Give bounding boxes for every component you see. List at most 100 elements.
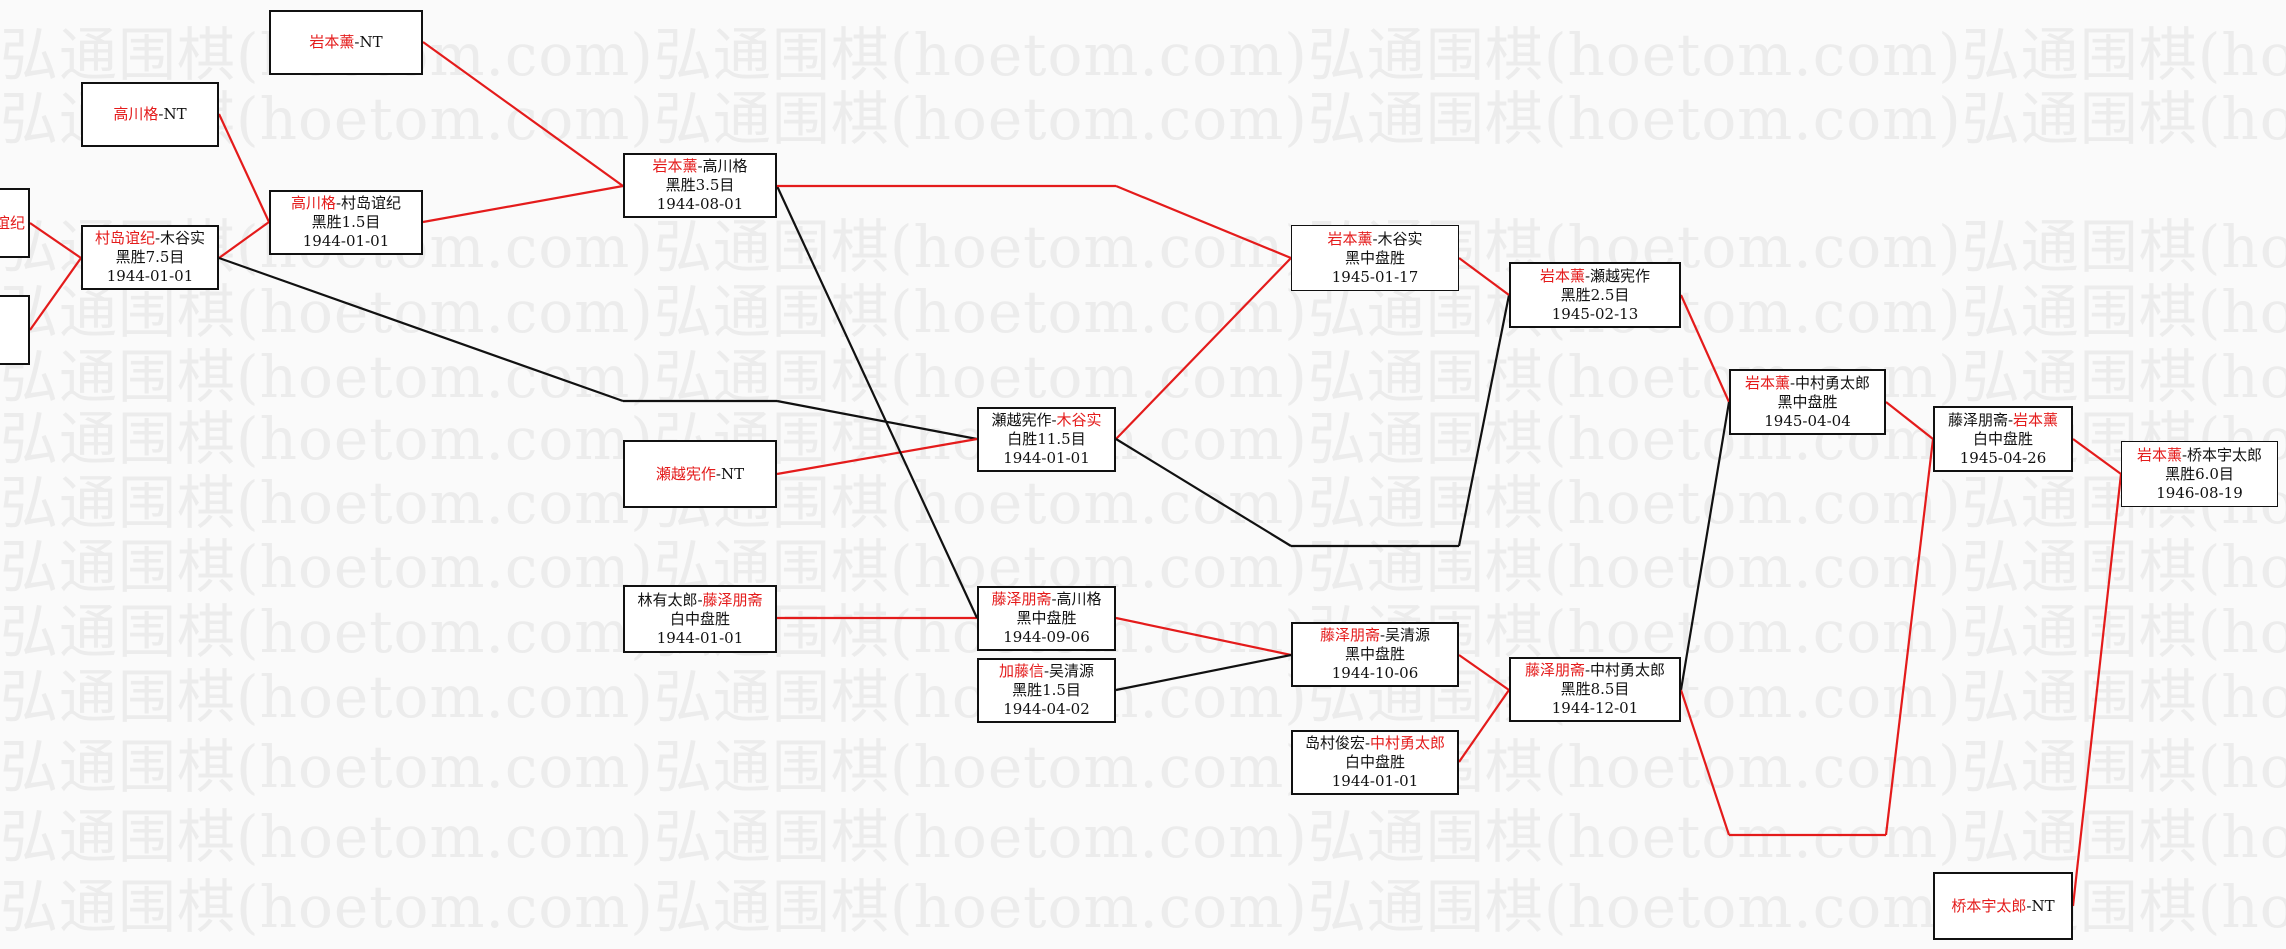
player-separator: - — [1379, 626, 1386, 644]
player-white[interactable]: NT — [163, 105, 187, 123]
player-separator: - — [697, 157, 703, 175]
match-date: 1944-01-01 — [106, 267, 194, 285]
player-separator: - — [158, 105, 164, 123]
player-white[interactable]: 吴清源 — [1385, 626, 1431, 644]
player-separator: - — [1051, 411, 1057, 429]
player-white[interactable]: NT — [720, 464, 745, 483]
loser-connector — [1457, 294, 1511, 547]
player-black[interactable]: 林有太郎 — [637, 590, 698, 609]
winner-connector — [29, 222, 82, 259]
winner-connector — [218, 113, 270, 223]
match-date: 1944-08-01 — [656, 195, 744, 213]
player-black[interactable]: 村岛谊纪 — [94, 229, 155, 247]
player-white[interactable]: 村岛谊纪 — [341, 194, 402, 212]
match-result: 黑中盘胜 — [1016, 609, 1077, 627]
player-black[interactable]: 岩本薰 — [2136, 445, 2182, 464]
player-white[interactable]: NT — [359, 33, 383, 51]
match-result: 黑胜2.5目 — [1560, 285, 1630, 304]
player-white[interactable]: 藤泽朋斋 — [702, 590, 763, 609]
match-result: 黑胜3.5目 — [665, 176, 735, 194]
player-black[interactable]: 桥本宇太郎 — [1951, 896, 2027, 915]
match-box-n8[interactable]: 瀬越宪作-NT — [623, 440, 777, 508]
player-white[interactable]: 木谷实 — [160, 229, 206, 247]
match-players: 桥本宇太郎-NT — [1951, 897, 2054, 916]
player-separator: - — [1051, 590, 1057, 608]
player-black[interactable]: 岩本薰 — [1539, 266, 1585, 285]
match-date: 1944-09-06 — [1003, 628, 1090, 646]
match-players: 瀬越宪作-NT — [656, 465, 744, 484]
match-box-n3[interactable]: 高川格-NT — [81, 82, 219, 147]
match-box-n5[interactable]: 岩本薰-NT — [269, 10, 423, 75]
match-date: 1944-01-01 — [1331, 772, 1419, 790]
match-box-n2[interactable] — [0, 295, 30, 365]
match-players: 岩本薰-高川格 — [652, 157, 747, 176]
player-separator: - — [2026, 896, 2032, 915]
player-separator: - — [354, 33, 360, 51]
player-black[interactable]: 瀬越宪作 — [655, 464, 716, 483]
player-white[interactable]: 木谷实 — [1056, 411, 1102, 429]
player-white[interactable]: 桥本宇太郎 — [2187, 445, 2263, 464]
player-white[interactable]: 吴清源 — [1049, 662, 1095, 680]
player-white[interactable]: 中村勇太郎 — [1370, 734, 1446, 752]
player-white[interactable]: 谊纪 — [0, 213, 25, 232]
player-white[interactable]: NT — [2031, 896, 2055, 915]
player-white[interactable]: 瀬越宪作 — [1590, 266, 1651, 285]
match-box-n1[interactable]: 谊纪 — [0, 188, 30, 258]
match-date: 1944-12-01 — [1551, 699, 1639, 717]
player-black[interactable]: 岛村俊宏 — [1304, 734, 1365, 752]
player-black[interactable]: 藤泽朋斋 — [1947, 410, 2008, 429]
player-black[interactable]: 岩本薰 — [1744, 373, 1790, 392]
player-black[interactable]: 加藤信 — [998, 662, 1044, 680]
player-black[interactable]: 高川格 — [113, 105, 159, 123]
player-white[interactable]: 岩本薰 — [2013, 410, 2059, 429]
match-date: 1945-01-17 — [1331, 267, 1419, 286]
player-separator: - — [1372, 229, 1378, 248]
loser-connector — [776, 185, 978, 619]
player-black[interactable]: 高川格 — [290, 194, 336, 212]
match-players: 岩本薰-中村勇太郎 — [1745, 374, 1870, 393]
match-result: 白中盘胜 — [1972, 429, 2033, 448]
player-black[interactable]: 岩本薰 — [652, 157, 698, 175]
player-black[interactable]: 瀬越宪作 — [991, 411, 1052, 429]
player-black[interactable]: 岩本薰 — [1327, 229, 1373, 248]
winner-connector — [1679, 294, 1731, 403]
match-result: 白中盘胜 — [1344, 753, 1405, 771]
match-players: 藤泽朋斋-吴清源 — [1320, 626, 1430, 645]
match-players: 村岛谊纪-木谷实 — [95, 229, 205, 248]
match-result: 黑胜8.5目 — [1560, 680, 1630, 698]
match-players: 加藤信-吴清源 — [999, 662, 1094, 681]
loser-connector — [218, 256, 624, 403]
winner-connector — [776, 437, 978, 476]
player-white[interactable]: 木谷实 — [1377, 229, 1423, 248]
player-black[interactable]: 藤泽朋斋 — [991, 590, 1052, 608]
match-box-n21[interactable]: 桥本宇太郎-NT — [1933, 872, 2073, 940]
player-white[interactable]: 中村勇太郎 — [1590, 661, 1666, 679]
match-result: 黑胜7.5目 — [115, 248, 185, 266]
winner-connector — [422, 41, 624, 187]
player-black[interactable]: 藤泽朋斋 — [1319, 626, 1380, 644]
player-white[interactable]: 高川格 — [702, 157, 748, 175]
player-black[interactable]: 藤泽朋斋 — [1524, 661, 1585, 679]
match-players: 岩本薰-桥本宇太郎 — [2137, 446, 2262, 465]
player-black[interactable]: 岩本薰 — [309, 33, 355, 51]
match-date: 1944-01-01 — [656, 628, 744, 647]
match-result: 黑胜6.0目 — [2165, 464, 2234, 483]
winner-connector — [1884, 438, 1935, 836]
player-white[interactable]: 高川格 — [1056, 590, 1102, 608]
player-white[interactable]: 中村勇太郎 — [1795, 373, 1871, 392]
